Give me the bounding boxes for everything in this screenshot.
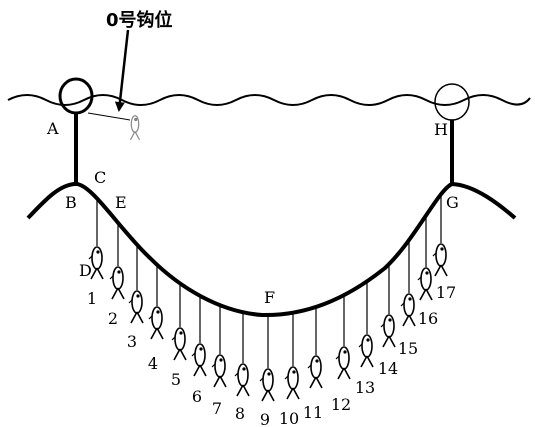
hook-number-13: 13: [355, 378, 375, 397]
hook-number-14: 14: [378, 359, 398, 378]
hook-number-17: 17: [436, 283, 456, 302]
fish-icon-12: [335, 346, 351, 380]
label-a: A: [46, 119, 59, 138]
fish-icon-6: [191, 343, 207, 377]
label-g: G: [446, 193, 459, 212]
fish-icon-13: [358, 334, 374, 368]
label-b: B: [65, 193, 77, 212]
fish-icon-7: [211, 354, 227, 388]
hook-lines-group: [88, 194, 448, 402]
fish-icon-14: [380, 314, 396, 348]
hook-number-12: 12: [331, 395, 351, 414]
fish-icon-4: [148, 306, 164, 340]
hook-number-10: 10: [279, 409, 299, 427]
float-a: [58, 77, 94, 115]
label-f: F: [264, 288, 275, 307]
fish-icon-16: [417, 267, 433, 301]
hook-number-2: 2: [108, 309, 118, 328]
hook-number-11: 11: [303, 403, 323, 422]
fish-icon-5: [171, 327, 187, 361]
hook-number-1: 1: [87, 289, 97, 308]
label-h: H: [434, 120, 448, 139]
hook-number-6: 6: [192, 387, 202, 406]
fish-icon-8: [234, 363, 250, 397]
fish-icon-3: [128, 290, 144, 324]
float-h: [434, 83, 470, 121]
fish-icon-15: [400, 293, 416, 327]
label-c: C: [94, 168, 106, 187]
fish-icon-9: [259, 368, 275, 402]
label-e: E: [115, 193, 127, 212]
water-surface-wave: [7, 94, 531, 106]
hook-number-7: 7: [212, 399, 222, 418]
zero-hook-line: [87, 112, 131, 121]
hook-number-5: 5: [171, 370, 181, 389]
zero-hook-fish: [129, 115, 141, 141]
fish-icon-11: [307, 355, 323, 389]
hook-number-4: 4: [148, 354, 158, 373]
seabed-curve: [26, 181, 517, 318]
zero-hook-title: 0号钩位: [106, 9, 173, 31]
hook-number-8: 8: [235, 404, 245, 423]
zero-hook-arrow: [114, 29, 130, 112]
fish-icon-10: [284, 366, 300, 400]
label-d: D: [79, 261, 92, 280]
hook-number-16: 16: [418, 309, 438, 328]
fish-icon-17: [432, 243, 448, 277]
hook-number-15: 15: [398, 339, 418, 358]
hook-number-3: 3: [127, 332, 137, 351]
hook-number-9: 9: [260, 410, 270, 427]
fish-icon-2: [109, 266, 125, 300]
